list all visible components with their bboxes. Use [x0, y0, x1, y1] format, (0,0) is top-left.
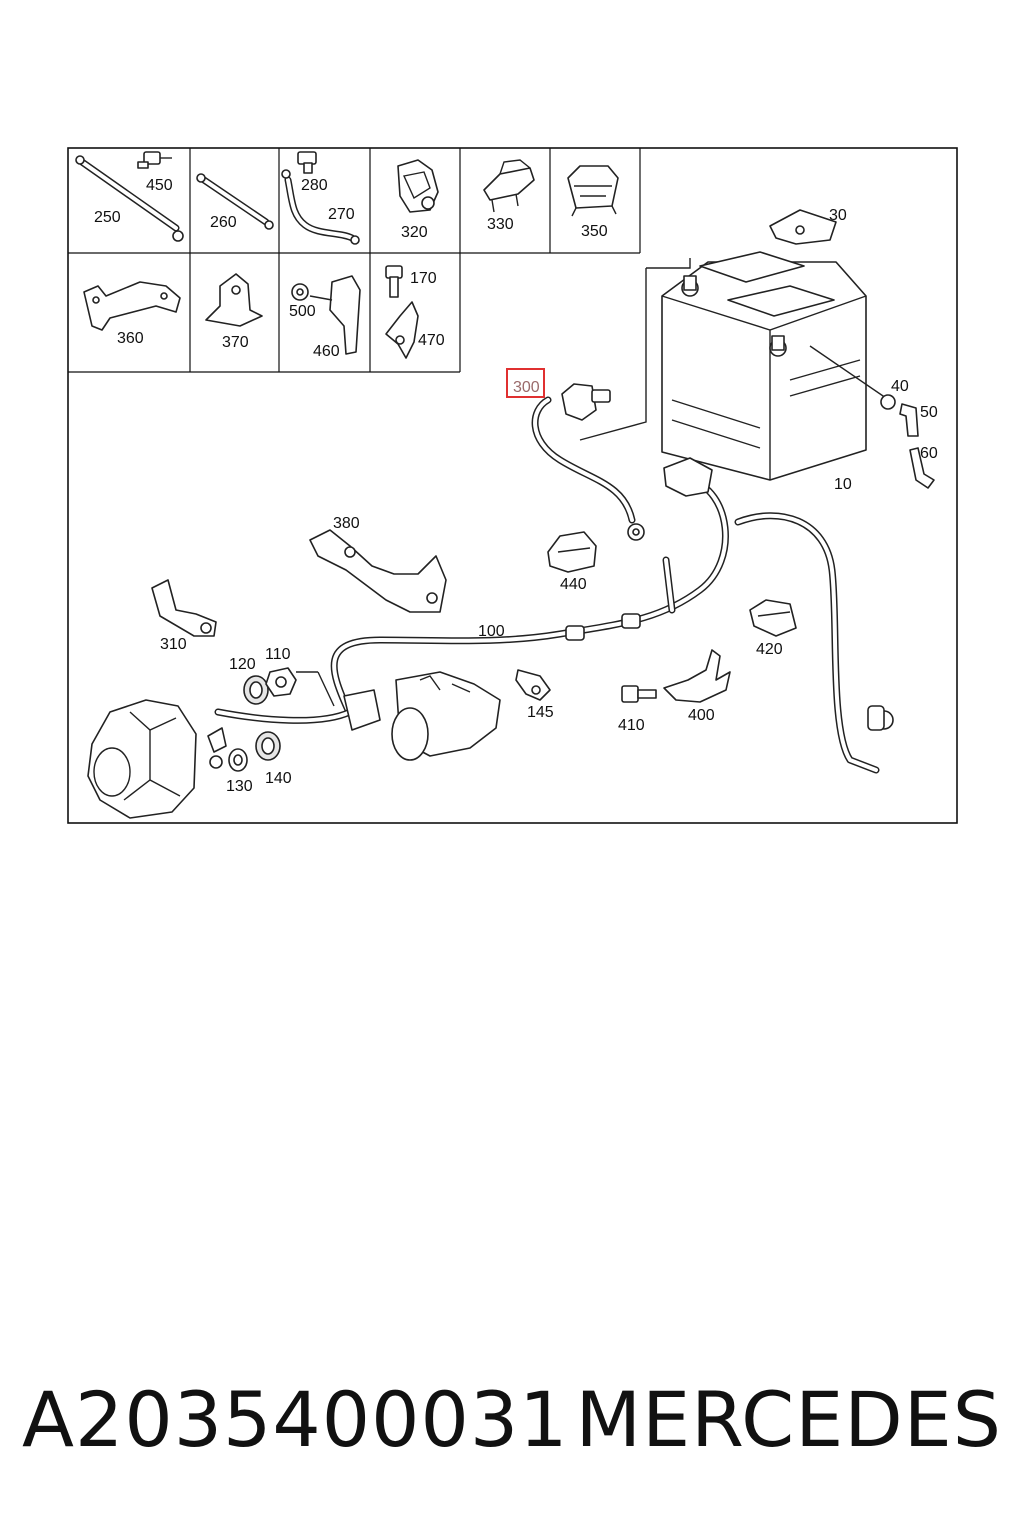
parts-diagram: 450 250 260 280 270 320 330 350 30 360 3…: [67, 147, 958, 824]
part-100-main-cable: [207, 457, 894, 774]
part-410-bolt: [621, 685, 657, 703]
diagram-frame: [67, 147, 958, 824]
part-50-elbow: [899, 403, 919, 437]
callout-250: 250: [94, 209, 121, 226]
callout-170: 170: [410, 270, 437, 287]
part-30-cover: [769, 209, 837, 245]
callout-120: 120: [229, 656, 256, 673]
brand-name: MERCEDES: [575, 1375, 1002, 1464]
part-140-grommet: [255, 731, 281, 761]
starter-motor: [343, 671, 501, 761]
part-60-hose: [909, 447, 935, 489]
callout-145: 145: [527, 704, 554, 721]
part-250-ground-strap: [75, 155, 184, 242]
part-145-clip: [515, 669, 551, 701]
part-10-battery: [661, 251, 867, 481]
part-450-bolt: [137, 151, 172, 169]
callout-260: 260: [210, 214, 237, 231]
caption: A2035400031 MERCEDES: [0, 1370, 1024, 1480]
part-440-clip: [547, 531, 597, 573]
part-320-clip: [397, 159, 439, 213]
leader-110-b: [317, 671, 335, 707]
part-420-clip: [749, 599, 797, 637]
callout-300: 300: [513, 379, 540, 396]
callout-500: 500: [289, 303, 316, 320]
callout-270: 270: [328, 206, 355, 223]
callout-360: 360: [117, 330, 144, 347]
highlight-box-300: [506, 368, 545, 398]
callout-40: 40: [891, 378, 909, 395]
callout-400: 400: [688, 707, 715, 724]
callout-380: 380: [333, 515, 360, 532]
part-40-plug: [880, 394, 896, 410]
part-270-cable: [281, 169, 360, 245]
part-260-strap: [196, 173, 274, 230]
part-310-bracket: [151, 579, 217, 637]
part-500-nut: [291, 283, 309, 301]
callout-440: 440: [560, 576, 587, 593]
part-120-grommet: [243, 675, 269, 705]
callout-110: 110: [265, 646, 291, 663]
part-170-bolt: [385, 265, 403, 298]
callout-450: 450: [146, 177, 173, 194]
callout-460: 460: [313, 343, 340, 360]
part-350-holder: [567, 165, 619, 217]
callout-410: 410: [618, 717, 645, 734]
callout-420: 420: [756, 641, 783, 658]
part-470-bracket: [385, 301, 419, 359]
part-330-holder: [483, 159, 535, 213]
clamp-link-line: [579, 258, 691, 441]
part-460-bracket: [309, 275, 361, 355]
callout-50: 50: [920, 404, 938, 421]
callout-60: 60: [920, 445, 938, 462]
alternator: [87, 699, 197, 819]
part-number: A2035400031: [22, 1375, 569, 1464]
thumbnail-grid: [68, 148, 641, 373]
callout-350: 350: [581, 223, 608, 240]
part-300-battery-cable: [531, 383, 645, 541]
callout-370: 370: [222, 334, 249, 351]
callout-280: 280: [301, 177, 328, 194]
part-370-bracket: [205, 273, 263, 327]
callout-470: 470: [418, 332, 445, 349]
callout-130: 130: [226, 778, 253, 795]
part-400-bracket: [663, 649, 731, 703]
vent-leader-line: [809, 345, 887, 399]
callout-320: 320: [401, 224, 428, 241]
callout-330: 330: [487, 216, 514, 233]
part-360-bracket: [83, 281, 181, 331]
part-130-washer: [228, 748, 248, 772]
part-110-nut: [265, 667, 297, 697]
callout-10: 10: [834, 476, 852, 493]
part-280-bolt: [297, 151, 317, 174]
callout-310: 310: [160, 636, 187, 653]
callout-100: 100: [478, 623, 505, 640]
callout-30: 30: [829, 207, 847, 224]
part-380-bracket: [309, 529, 447, 613]
callout-140: 140: [265, 770, 292, 787]
